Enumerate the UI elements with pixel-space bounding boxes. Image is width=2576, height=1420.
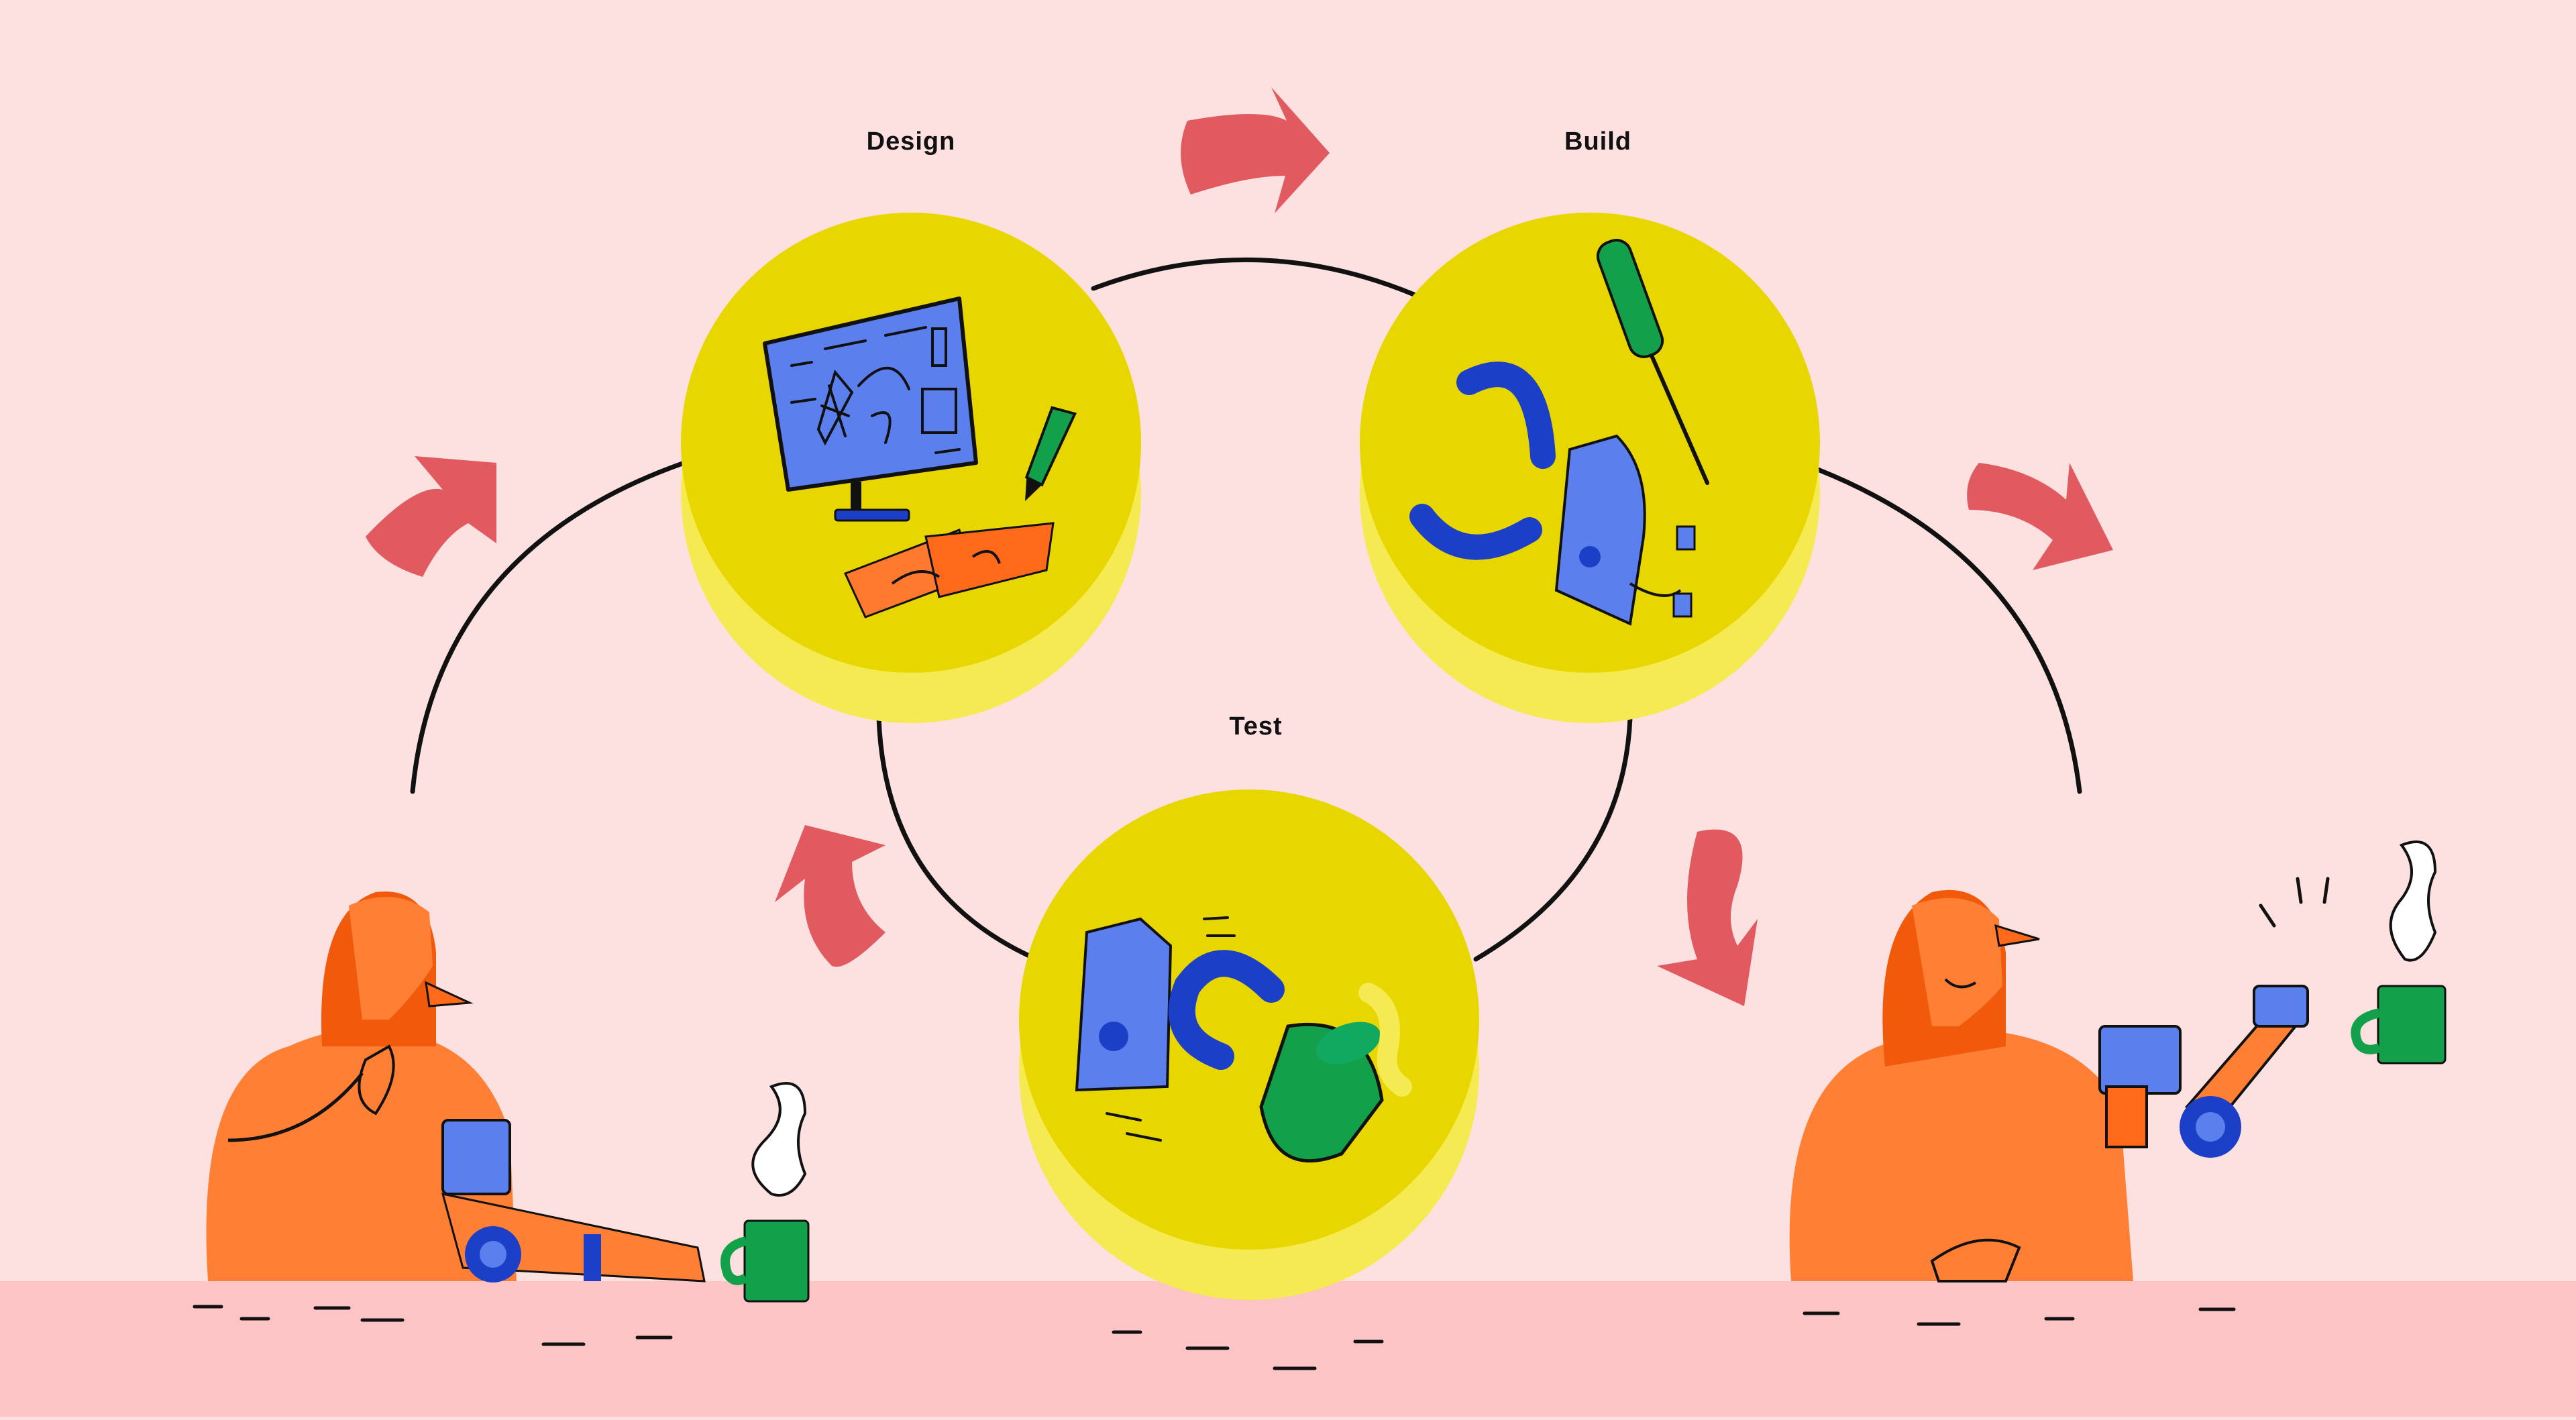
test-disc — [1019, 789, 1479, 1300]
thinking-person-illustration — [206, 891, 810, 1303]
left-mug-icon — [720, 1082, 810, 1303]
arrow-into-test — [1657, 829, 1758, 1006]
stage-label-build: Build — [1564, 127, 1631, 156]
connector-design-test — [876, 715, 1039, 962]
robot-arm-holding-mug-icon — [1075, 916, 1412, 1163]
arrow-into-design — [366, 456, 496, 577]
stage-label-design: Design — [866, 127, 956, 156]
screwdriver-icon — [1596, 239, 1709, 485]
monitor-blueprint-icon — [763, 296, 978, 522]
table — [0, 1281, 2576, 1417]
connector-outer-left — [410, 460, 687, 794]
arrow-build-outward — [1967, 463, 2113, 570]
robot-arm-parts-icon — [1409, 362, 1696, 626]
happy-person-illustration — [1789, 840, 2447, 1282]
stage-label-test: Test — [1229, 712, 1283, 741]
build-disc — [1360, 213, 1820, 723]
connector-outer-right — [1815, 467, 2082, 794]
connector-design-build — [1091, 257, 1418, 298]
connector-build-test — [1473, 715, 1633, 962]
arrow-test-to-left — [775, 825, 885, 967]
right-mug-icon — [2351, 840, 2447, 1064]
arrow-design-to-build — [1181, 87, 1330, 213]
cycle-connectors — [410, 257, 2082, 962]
paper-sketches-icon — [843, 522, 1055, 618]
cycle-arrows — [366, 87, 2113, 1006]
design-disc — [681, 213, 1141, 723]
pen-icon — [1024, 406, 1077, 502]
